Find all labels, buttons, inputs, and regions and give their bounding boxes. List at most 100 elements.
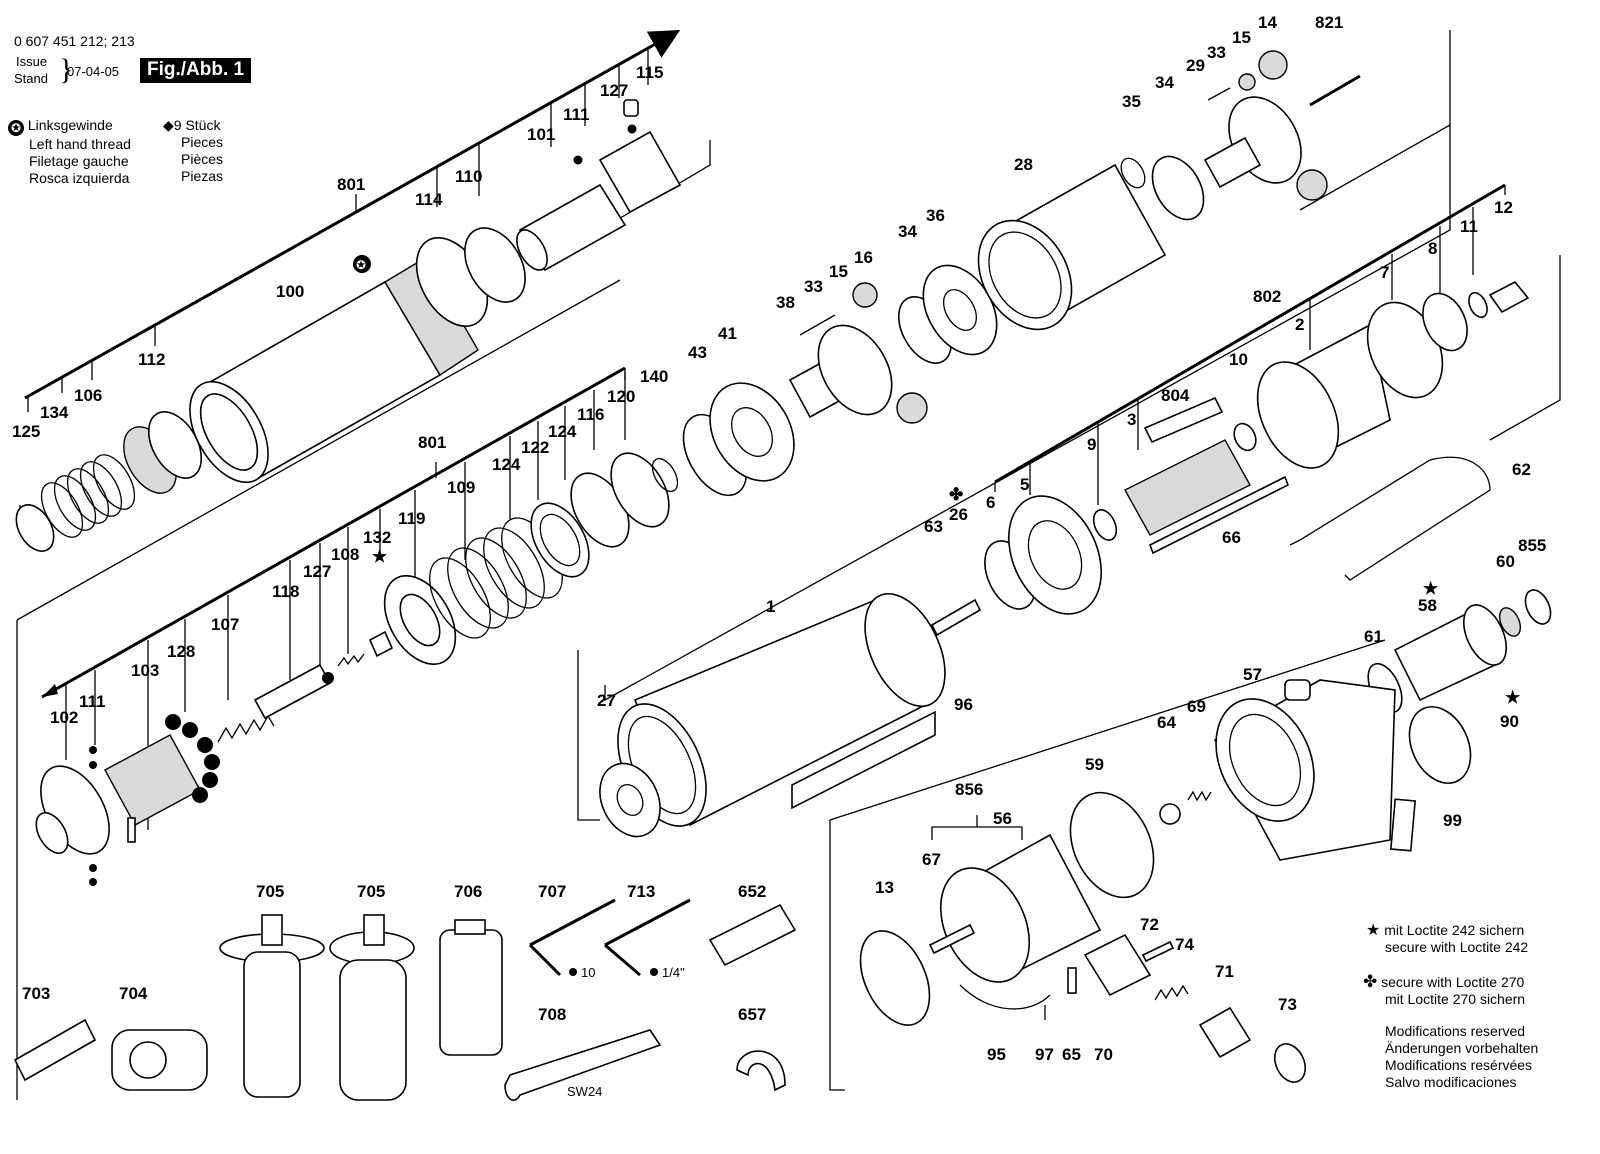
loctite-242-en: secure with Loctite 242 xyxy=(1385,939,1529,955)
callout-855: 855 xyxy=(1518,536,1546,555)
loctite-242-legend: ★ mit Loctite 242 sichern secure with Lo… xyxy=(1366,922,1528,956)
callout-703: 703 xyxy=(22,984,50,1003)
head-valve-assembly: ★ ★ xyxy=(829,579,1552,1091)
callout-705-a: 705 xyxy=(256,882,284,901)
nine-pieces-en: Pieces xyxy=(181,134,224,150)
callout-120: 120 xyxy=(607,387,635,406)
callout-6: 6 xyxy=(986,493,995,512)
callout-102: 102 xyxy=(50,708,78,727)
callout-57: 57 xyxy=(1243,665,1262,684)
planetary-gear-group xyxy=(604,30,1451,702)
callout-15-a: 15 xyxy=(829,262,848,281)
callout-713: 713 xyxy=(627,882,655,901)
callout-3: 3 xyxy=(1127,410,1136,429)
callout-9: 9 xyxy=(1087,435,1096,454)
callout-97: 97 xyxy=(1035,1045,1054,1064)
callout-8: 8 xyxy=(1428,239,1437,258)
callout-33-a: 33 xyxy=(804,277,823,296)
callout-111-upper: 111 xyxy=(563,105,590,124)
callout-36: 36 xyxy=(926,206,945,225)
callout-26: 26 xyxy=(949,505,968,524)
callout-41: 41 xyxy=(718,324,737,343)
motor-assembly-802: ✤ xyxy=(577,183,1561,838)
mod-fr: Modifications resérvées xyxy=(1385,1057,1533,1073)
callout-856: 856 xyxy=(955,780,983,799)
callout-802: 802 xyxy=(1253,287,1281,306)
callout-67: 67 xyxy=(922,850,941,869)
svg-text:★: ★ xyxy=(1505,688,1521,707)
figure-label: Fig./Abb. 1 xyxy=(140,58,252,83)
doc-number: 0 607 451 212; 213 xyxy=(14,33,135,49)
mod-en: Modifications reserved xyxy=(1385,1023,1526,1039)
callout-132: 132 xyxy=(363,528,391,547)
lh-thread-legend: ✪ Linksgewinde Left hand thread Filetage… xyxy=(8,117,131,187)
spring-106 xyxy=(40,454,136,538)
callout-704: 704 xyxy=(119,984,148,1003)
callout-71: 71 xyxy=(1215,962,1234,981)
callout-107: 107 xyxy=(211,615,239,634)
callout-labels: 801 114 110 101 111 127 115 100 112 106 … xyxy=(12,13,1546,1064)
callout-64: 64 xyxy=(1157,713,1176,732)
lh-thread-es: Rosca izquierda xyxy=(29,170,130,186)
callout-115: 115 xyxy=(636,63,663,82)
callout-821: 821 xyxy=(1315,13,1343,32)
svg-text:★: ★ xyxy=(372,547,388,566)
callout-74: 74 xyxy=(1175,935,1194,954)
callout-90: 90 xyxy=(1500,712,1519,731)
loctite-270-en: secure with Loctite 270 xyxy=(1381,974,1525,990)
nine-pieces-legend: ◆9 Stück Pieces Pièces Piezas xyxy=(163,117,223,185)
callout-60: 60 xyxy=(1496,552,1515,571)
callout-707: 707 xyxy=(538,882,566,901)
loctite-270-legend: ✤ secure with Loctite 270 mit Loctite 27… xyxy=(1363,973,1525,1008)
callout-127-upper: 127 xyxy=(600,81,628,100)
issue-label: Issue xyxy=(16,54,48,69)
callout-2: 2 xyxy=(1295,315,1304,334)
callout-65: 65 xyxy=(1062,1045,1081,1064)
callout-63: 63 xyxy=(924,517,943,536)
star-icon: ★ xyxy=(1366,922,1381,939)
callout-1: 1 xyxy=(766,597,775,616)
assembly-801-lower: ★ xyxy=(16,279,679,1100)
callout-652: 652 xyxy=(738,882,766,901)
hex-key-10-label: 10 xyxy=(581,965,595,980)
callout-124-a: 124 xyxy=(492,455,521,474)
callout-61: 61 xyxy=(1364,627,1383,646)
callout-124-b: 124 xyxy=(548,422,577,441)
clover-icon: ✤ xyxy=(1363,972,1378,991)
callout-29: 29 xyxy=(1186,56,1205,75)
callout-127-lower: 127 xyxy=(303,562,331,581)
callout-112: 112 xyxy=(138,350,165,369)
callout-95: 95 xyxy=(987,1045,1006,1064)
loctite-270-de: mit Loctite 270 sichern xyxy=(1385,991,1526,1007)
callout-28: 28 xyxy=(1014,155,1033,174)
callout-706: 706 xyxy=(454,882,482,901)
svg-text:✪: ✪ xyxy=(356,258,366,272)
callout-103: 103 xyxy=(131,661,159,680)
stand-label: Stand xyxy=(14,71,48,86)
nine-pieces-de: 9 Stück xyxy=(173,117,221,133)
callout-62: 62 xyxy=(1512,460,1531,479)
mod-es: Salvo modificaciones xyxy=(1385,1074,1517,1090)
callout-106: 106 xyxy=(74,386,102,405)
nine-pieces-es: Piezas xyxy=(181,168,224,184)
issue-date: 07-04-05 xyxy=(67,64,120,79)
callout-708: 708 xyxy=(538,1005,566,1024)
callout-56: 56 xyxy=(993,809,1012,828)
nine-pieces-fr: Pièces xyxy=(181,151,224,167)
callout-11: 11 xyxy=(1460,217,1478,236)
callout-122: 122 xyxy=(521,438,549,457)
callout-43: 43 xyxy=(688,343,707,362)
callout-14: 14 xyxy=(1258,13,1277,32)
callout-10: 10 xyxy=(1229,350,1248,369)
callout-118: 118 xyxy=(272,582,299,601)
lh-thread-de: Linksgewinde xyxy=(27,117,113,133)
callout-34-a: 34 xyxy=(898,222,917,241)
callout-96: 96 xyxy=(954,695,973,714)
callout-72: 72 xyxy=(1140,915,1159,934)
brace-icon: } xyxy=(59,53,74,86)
callout-657: 657 xyxy=(738,1005,766,1024)
callout-108: 108 xyxy=(331,545,359,564)
callout-35: 35 xyxy=(1122,92,1141,111)
lh-thread-en: Left hand thread xyxy=(29,136,131,152)
callout-705-b: 705 xyxy=(357,882,385,901)
